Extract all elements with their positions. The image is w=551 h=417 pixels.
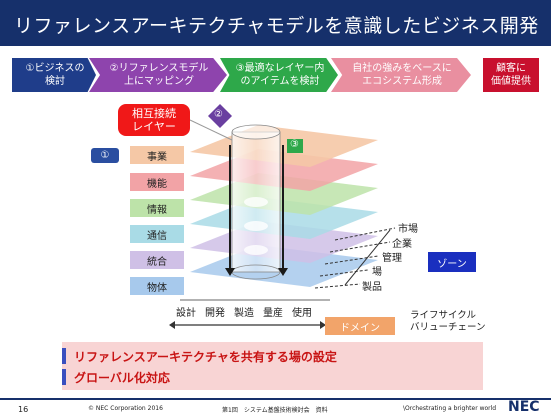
page-number: 16 xyxy=(18,405,29,414)
step-4-label: 自社の強みをベースに エコシステム形成 xyxy=(352,63,452,87)
footer-divider xyxy=(0,398,551,400)
step-1-badge: ① xyxy=(91,148,119,163)
slide-title: リファレンスアーキテクチャモデルを意識したビジネス開発 xyxy=(14,15,539,37)
lifecycle-mass-production: 量産 xyxy=(263,308,283,319)
copyright: © NEC Corporation 2016 xyxy=(88,405,163,412)
interlayer-text: 相互接続 レイヤー xyxy=(132,107,176,133)
zone-label-operation: 管理 xyxy=(382,253,402,264)
domain-subtitle: ライフサイクル バリューチェーン xyxy=(410,310,486,333)
circle-3-label: ③ xyxy=(290,139,299,150)
circle-2-marker xyxy=(208,104,232,128)
zone-label-site: 場 xyxy=(372,267,382,278)
lifecycle-manufacturing: 製造 xyxy=(234,308,254,319)
summary-bar-2 xyxy=(62,369,66,385)
step-3: ③最適なレイヤー内 のアイテムを検討 xyxy=(220,58,338,92)
document-title: 第1回 システム基盤技術検討会 資料 xyxy=(222,407,328,414)
tagline: \Orchestrating a brighter world xyxy=(403,405,497,412)
layer-label-information: 情報 xyxy=(130,199,184,217)
summary-line-1: リファレンスアーキテクチャを共有する場の設定 xyxy=(74,350,337,364)
summary-bar-1 xyxy=(62,348,66,364)
layer-label-communication: 通信 xyxy=(130,225,184,243)
step-5-label: 顧客に 価値提供 xyxy=(491,63,531,87)
step-3-label: ③最適なレイヤー内 のアイテムを検討 xyxy=(235,63,325,87)
zone-label-product: 製品 xyxy=(362,282,382,293)
step-5: 顧客に 価値提供 xyxy=(483,58,539,92)
circle-3-marker xyxy=(287,139,303,153)
footer xyxy=(0,398,551,417)
layer-label-function: 機能 xyxy=(130,173,184,191)
zone-badge: ゾーン xyxy=(428,252,476,272)
layer-label-physical: 物体 xyxy=(130,277,184,295)
lifecycle-design: 設計 xyxy=(176,308,196,319)
interlayer-label: 相互接続 レイヤー xyxy=(118,104,190,136)
summary-line-2: グローバル化対応 xyxy=(74,371,170,385)
step-2-label: ②リファレンスモデル 上にマッピング xyxy=(109,63,209,87)
step-1-label: ①ビジネスの 検討 xyxy=(25,63,85,87)
layer-label-business: 事業 xyxy=(130,146,184,164)
summary-box: リファレンスアーキテクチャを共有する場の設定 グローバル化対応 xyxy=(62,342,483,390)
circle-2-label: ② xyxy=(214,109,223,120)
nec-logo: NEC xyxy=(508,399,540,415)
lifecycle-development: 開発 xyxy=(205,308,225,319)
lifecycle-use: 使用 xyxy=(292,308,312,319)
step-2: ②リファレンスモデル 上にマッピング xyxy=(89,58,227,92)
domain-badge: ドメイン xyxy=(325,317,395,335)
zone-label-enterprise: 企業 xyxy=(392,239,412,250)
layer-label-integration: 統合 xyxy=(130,251,184,269)
step-1: ①ビジネスの 検討 xyxy=(12,58,96,92)
step-4: 自社の強みをベースに エコシステム形成 xyxy=(331,58,471,92)
zone-label-market: 市場 xyxy=(398,224,418,235)
title-bar: リファレンスアーキテクチャモデルを意識したビジネス開発 xyxy=(0,0,551,46)
